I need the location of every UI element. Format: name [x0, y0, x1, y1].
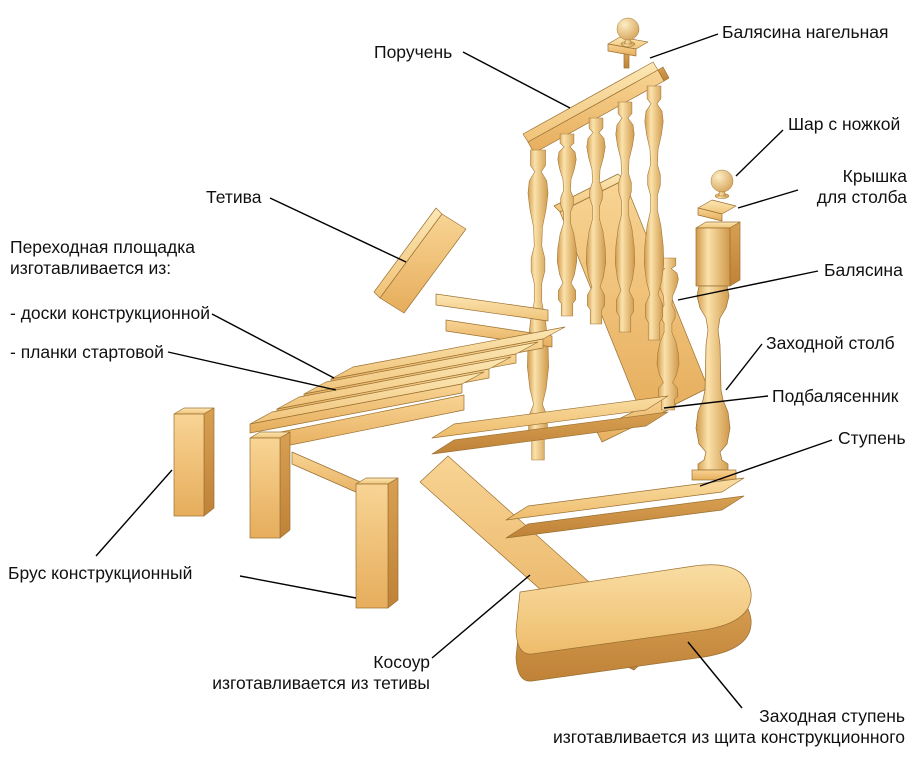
entry-post-part: [691, 221, 741, 481]
label-entry-post: Заходной столб: [766, 333, 895, 353]
label-step: Ступень: [838, 428, 906, 448]
label-handrail: Поручень: [374, 42, 453, 62]
tread-part: [431, 395, 669, 455]
leader-lines: [95, 33, 833, 709]
ball-finial-part: [710, 169, 734, 199]
platform-part: [249, 326, 566, 501]
label-kosour: Косоур изготавливается из тетивы: [212, 652, 430, 693]
label-baluster: Балясина: [824, 260, 903, 280]
label-platform-board: - доски конструкционной: [10, 303, 211, 323]
dowel-baluster-part: [607, 17, 649, 69]
tread-part: [505, 477, 745, 539]
handrail-part: [522, 61, 670, 154]
label-ball-with-leg: Шар с ножкой: [788, 114, 901, 134]
stringer-board-part: [373, 207, 467, 314]
label-entry-step: Заходная ступень изготавливается из щита…: [553, 706, 905, 747]
entry-step-part: [515, 564, 752, 682]
label-platform: Переходная площадка изготавливается из:: [10, 237, 195, 278]
label-dowel-baluster: Балясина нагельная: [722, 22, 889, 42]
label-under-baluster-rail: Подбалясенник: [772, 386, 899, 406]
post-cap-part: [697, 199, 737, 222]
label-platform-plank: - планки стартовой: [10, 342, 164, 362]
label-post-cap: Крышка для столба: [816, 166, 907, 207]
label-stringer: Тетива: [206, 187, 262, 207]
label-structural-beam: Брус конструкционный: [8, 563, 193, 583]
beam-leg-part: [173, 407, 399, 609]
